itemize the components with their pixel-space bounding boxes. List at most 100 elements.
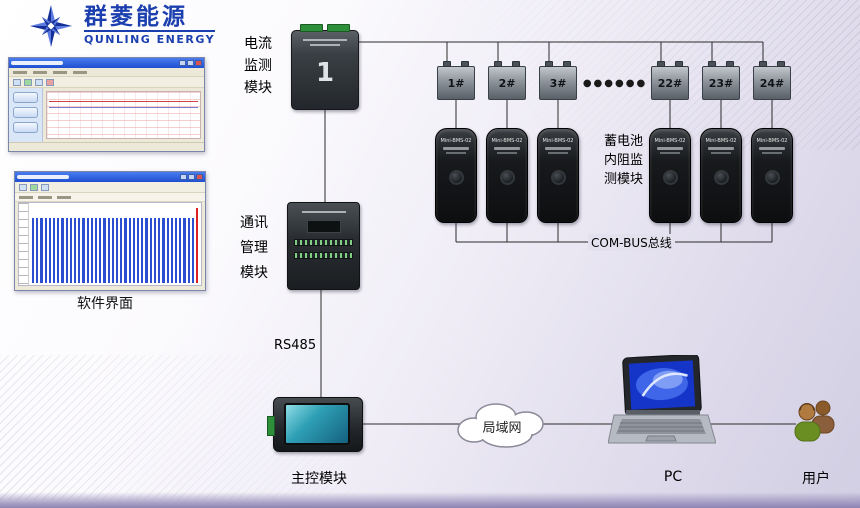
bms-device: Mini-BMS-02 [751, 128, 793, 223]
trend-line-blue [49, 106, 198, 108]
current-module-label: 电流 监测 模块 [244, 36, 272, 96]
chart-bar [74, 218, 77, 283]
logo-star-icon [29, 4, 73, 48]
toolbar-icon [35, 78, 43, 86]
logo-title: 群菱能源 [84, 4, 188, 30]
bms-device: Mini-BMS-02 [435, 128, 477, 223]
chart-bar [174, 218, 178, 283]
battery-label: 2# [498, 76, 516, 90]
battery-terminal [461, 61, 469, 67]
toolbar-icon [19, 183, 27, 191]
chart-bar [48, 218, 52, 283]
chart-bar [36, 218, 39, 283]
chart-bar [44, 218, 47, 283]
maximize-icon [187, 60, 194, 66]
chart-bar [32, 218, 35, 283]
chart-bar [111, 218, 115, 283]
bms-button [550, 170, 566, 185]
chart-bar [120, 218, 123, 283]
window-toolbar [15, 182, 205, 193]
chart-bar [179, 218, 182, 283]
window-body [9, 88, 204, 142]
bms-device: Mini-BMS-02 [700, 128, 742, 223]
battery-label: 3# [549, 76, 567, 90]
battery-terminal [494, 61, 502, 67]
minimize-icon [180, 174, 187, 180]
ellipsis-dots: ●●●●●● [582, 78, 648, 89]
window-titlebar [15, 172, 205, 182]
battery-terminal [708, 61, 716, 67]
device-text-placeholder [301, 211, 346, 213]
user-caption: 用户 [802, 471, 830, 487]
chart-bar [40, 218, 43, 283]
chart-bar [90, 218, 94, 283]
logo: 群菱能源 QUNLING ENERGY [26, 4, 216, 48]
toolbar-icon [41, 183, 49, 191]
chart-bar [158, 218, 161, 283]
battery-bar-chart [18, 202, 202, 286]
lan-label: 局域网 [482, 421, 521, 436]
sidebar-button [13, 122, 38, 133]
battery: 23# [702, 61, 740, 100]
window-toolbar [9, 77, 204, 88]
bms-button [499, 170, 515, 185]
chart-bar [128, 218, 131, 283]
chart-bar [124, 218, 127, 283]
battery: 2# [488, 61, 526, 100]
bms-device: Mini-BMS-02 [537, 128, 579, 223]
chart-bar [95, 218, 98, 283]
software-window-trend [8, 57, 205, 152]
chart-bar [82, 218, 85, 283]
device-text-placeholder [310, 44, 340, 46]
battery-terminal [545, 61, 553, 67]
chart-bar [69, 218, 73, 283]
sidebar-button [13, 92, 38, 103]
green-terminal-block [300, 24, 350, 32]
battery-label: 1# [447, 76, 465, 90]
chart-bar [57, 218, 60, 283]
window-buttons [180, 174, 203, 180]
battery: 1# [437, 61, 475, 100]
pc-caption: PC [663, 469, 683, 485]
current-monitor-device: 1 [291, 24, 359, 110]
battery-terminal [777, 61, 785, 67]
toolbar-icon [24, 78, 32, 86]
window-sidebar [9, 88, 43, 142]
chart-bar [141, 218, 144, 283]
bms-device: Mini-BMS-02 [486, 128, 528, 223]
chart-bar [132, 218, 136, 283]
battery: 22# [651, 61, 689, 100]
battery-label: 23# [708, 76, 734, 90]
chart-bar [191, 218, 194, 283]
chart-bar [107, 218, 110, 283]
chart-bar [149, 218, 152, 283]
toolbar-icon [46, 78, 54, 86]
bms-device: Mini-BMS-02 [649, 128, 691, 223]
software-window-bars [14, 171, 206, 291]
chart-bar [78, 218, 81, 283]
bottom-gradient-band [0, 492, 860, 508]
window-title-placeholder [17, 175, 69, 179]
battery-terminal [675, 61, 683, 67]
terminal-pin-row [294, 252, 353, 259]
close-icon [196, 174, 203, 180]
chart-bar [53, 218, 56, 283]
software-caption: 软件界面 [77, 296, 133, 312]
chart-bar [99, 218, 102, 283]
device-text-placeholder [303, 39, 347, 41]
window-buttons [179, 60, 202, 66]
chart-bar [166, 218, 169, 283]
chart-bar [86, 218, 89, 283]
chart-bar [170, 218, 173, 283]
bms-button [764, 170, 780, 185]
battery-terminal [726, 61, 734, 67]
window-titlebar [9, 58, 204, 68]
trend-line-red [49, 101, 198, 103]
logo-subtitle: QUNLING ENERGY [84, 30, 216, 46]
close-icon [195, 60, 202, 66]
window-menubar [9, 68, 204, 77]
chart-bar [187, 218, 190, 283]
battery-terminal [512, 61, 520, 67]
